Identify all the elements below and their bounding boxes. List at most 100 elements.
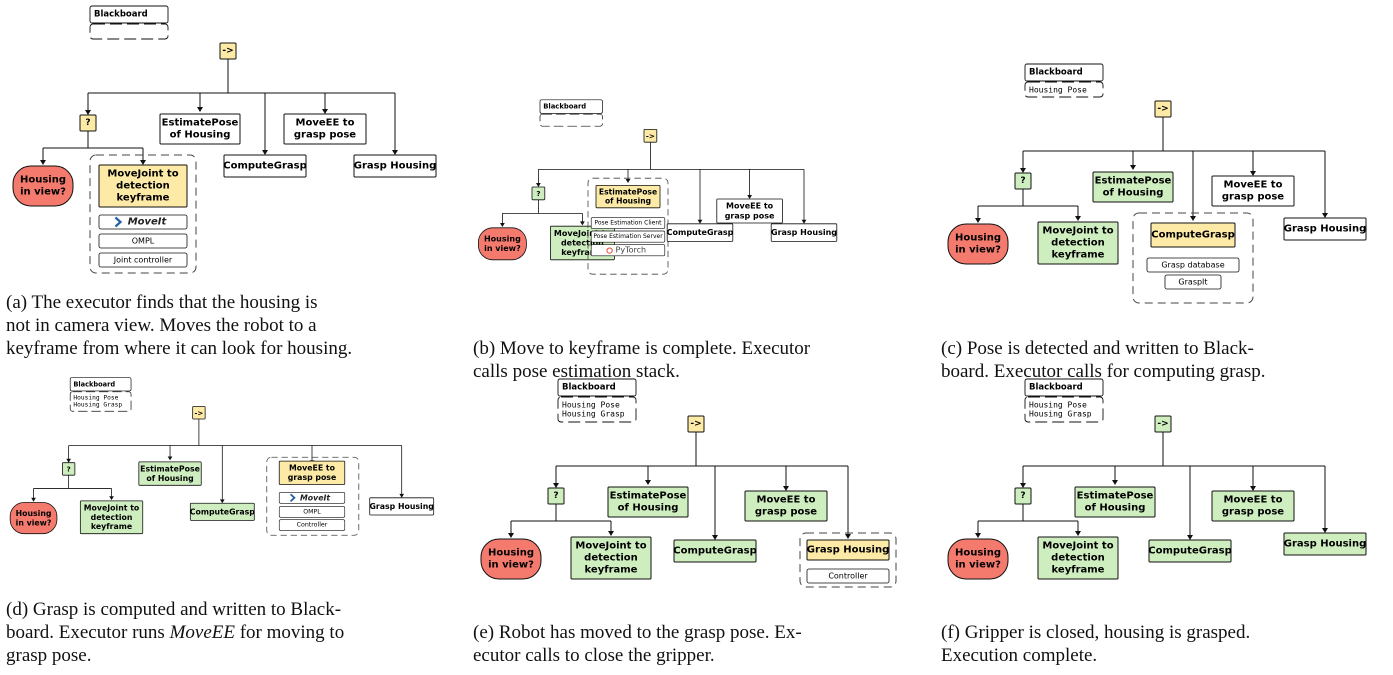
estimatepose-action-label: of Housing (605, 197, 651, 206)
estimatepose-action-label: of Housing (1085, 503, 1146, 514)
moveit-logo-text: MoveIt (128, 217, 168, 228)
housing-in-view-condition-label: Housing (955, 233, 1001, 244)
movejoint-action-label: detection (561, 239, 604, 248)
edge-arrowhead (801, 219, 807, 224)
blackboard-contents (69, 391, 132, 412)
blackboard-entry: Housing Pose (1029, 401, 1087, 410)
computegrasp-action-label: ComputeGrasp (1148, 546, 1231, 557)
execution-stack-group (89, 154, 197, 274)
ee-controller (278, 519, 346, 531)
blackboard-title: Blackboard (94, 10, 148, 20)
moveit-logo-text: MoveIt (300, 493, 330, 502)
caption-e: (e) Robot has moved to the grasp pose. E… (473, 621, 913, 667)
grasp-housing-action-label: Grasp Housing (1284, 224, 1367, 235)
caption-d-line2-pre: board. Executor runs (6, 622, 170, 643)
blackboard-entry: Housing Grasp (562, 410, 625, 419)
housing-in-view-condition-label: in view? (488, 560, 534, 571)
sequence-node-label: -> (222, 46, 233, 56)
housing-in-view-condition-label: in view? (16, 518, 52, 527)
grasp-housing-action-label: Grasp Housing (370, 502, 434, 511)
moveee-action-label: MoveEE to (757, 495, 816, 506)
edge-arrowhead (508, 533, 514, 538)
housing-in-view-condition (947, 223, 1009, 265)
grasp-housing-action-label: Grasp Housing (1284, 539, 1367, 550)
fallback-node-label: ? (1020, 176, 1025, 186)
caption-d-line1: (d) Grasp is computed and written to Bla… (6, 599, 342, 620)
estimatepose-action-label: EstimatePose (610, 491, 687, 502)
edge-arrowhead (219, 499, 225, 504)
blackboard-title: Blackboard (543, 103, 586, 111)
joint-controller (98, 252, 188, 268)
computegrasp-action (1150, 222, 1236, 248)
housing-in-view-condition (12, 165, 74, 207)
moveee-action-label: grasp pose (288, 473, 337, 482)
caption-d-line2-post: for moving to (234, 622, 345, 643)
pytorch-flame-icon (606, 247, 613, 254)
ompl-planner (98, 233, 188, 249)
edge-arrowhead (1020, 483, 1026, 488)
caption-a: (a) The executor finds that the housing … (6, 291, 446, 360)
grasp-database-label: Grasp database (1161, 261, 1224, 270)
caption-a-line1: (a) The executor finds that the housing … (6, 292, 318, 313)
caption-c: (c) Pose is detected and written to Blac… (941, 337, 1391, 383)
blackboard-contents (89, 23, 169, 40)
execution-stack-group (266, 456, 360, 536)
moveee-action-label: grasp pose (755, 507, 817, 518)
grasp-housing-action (1283, 532, 1367, 556)
movejoint-action (570, 536, 652, 580)
blackboard-tab (557, 378, 637, 397)
grasp-housing-action (353, 154, 437, 178)
movejoint-action-label: detection (116, 181, 170, 192)
movejoint-action-label: detection (1051, 238, 1105, 249)
blackboard-contents (539, 113, 603, 127)
housing-in-view-condition (478, 227, 527, 261)
housing-in-view-condition-label: Housing (955, 548, 1001, 559)
housing-in-view-condition (947, 538, 1009, 580)
movejoint-action-label: detection (1051, 553, 1105, 564)
edge-arrowhead (500, 223, 505, 227)
caption-e-line2: ecutor calls to close the gripper. (473, 645, 715, 666)
blackboard-title: Blackboard (73, 380, 115, 388)
sequence-node-label: -> (690, 419, 701, 429)
fallback-node-label: ? (536, 189, 540, 198)
caption-d-moveee: MoveEE (169, 622, 235, 643)
edge-arrowhead (1190, 216, 1196, 221)
execution-stack-group (1132, 212, 1254, 304)
movejoint-action (1037, 536, 1119, 580)
movejoint-action-label: keyframe (1052, 565, 1105, 576)
blackboard-entry: Housing Pose (73, 394, 118, 401)
graspit (1164, 274, 1222, 290)
blackboard-entry: Housing Pose (1029, 86, 1087, 95)
computegrasp-action-label: ComputeGrasp (223, 161, 306, 172)
edge-arrowhead (1075, 531, 1081, 536)
ee-controller-label: Controller (297, 522, 328, 529)
sequence-node-label: -> (1157, 104, 1168, 114)
moveee-action-label: MoveEE to (296, 118, 355, 129)
housing-in-view-condition-label: Housing (484, 235, 521, 244)
movejoint-action-label: MoveJoint to (554, 229, 611, 238)
edge-arrowhead (1020, 168, 1026, 173)
caption-c-line2: board. Executor calls for computing gras… (941, 361, 1266, 382)
execution-stack-group (799, 532, 897, 588)
moveee-action (744, 490, 828, 522)
moveee-action-label: MoveEE to (1224, 495, 1283, 506)
movejoint-action-label: keyframe (91, 522, 132, 531)
edge-arrowhead (580, 221, 585, 226)
estimatepose-action-label: EstimatePose (1095, 176, 1172, 187)
moveit-logo (278, 492, 346, 504)
moveee-action (283, 113, 367, 145)
housing-in-view-condition-label: in view? (955, 560, 1001, 571)
grasp-housing-action (770, 223, 838, 242)
caption-d-line2: board. Executor runs MoveEE for moving t… (6, 621, 446, 644)
blackboard-tab (89, 5, 169, 24)
computegrasp-action (1148, 539, 1232, 563)
blackboard-contents (1024, 81, 1104, 98)
edge-arrowhead (262, 150, 268, 155)
edge-arrowhead (712, 535, 718, 540)
edge-arrowhead (1112, 480, 1118, 485)
edge-arrowhead (536, 183, 541, 187)
blackboard-tab (69, 377, 132, 392)
